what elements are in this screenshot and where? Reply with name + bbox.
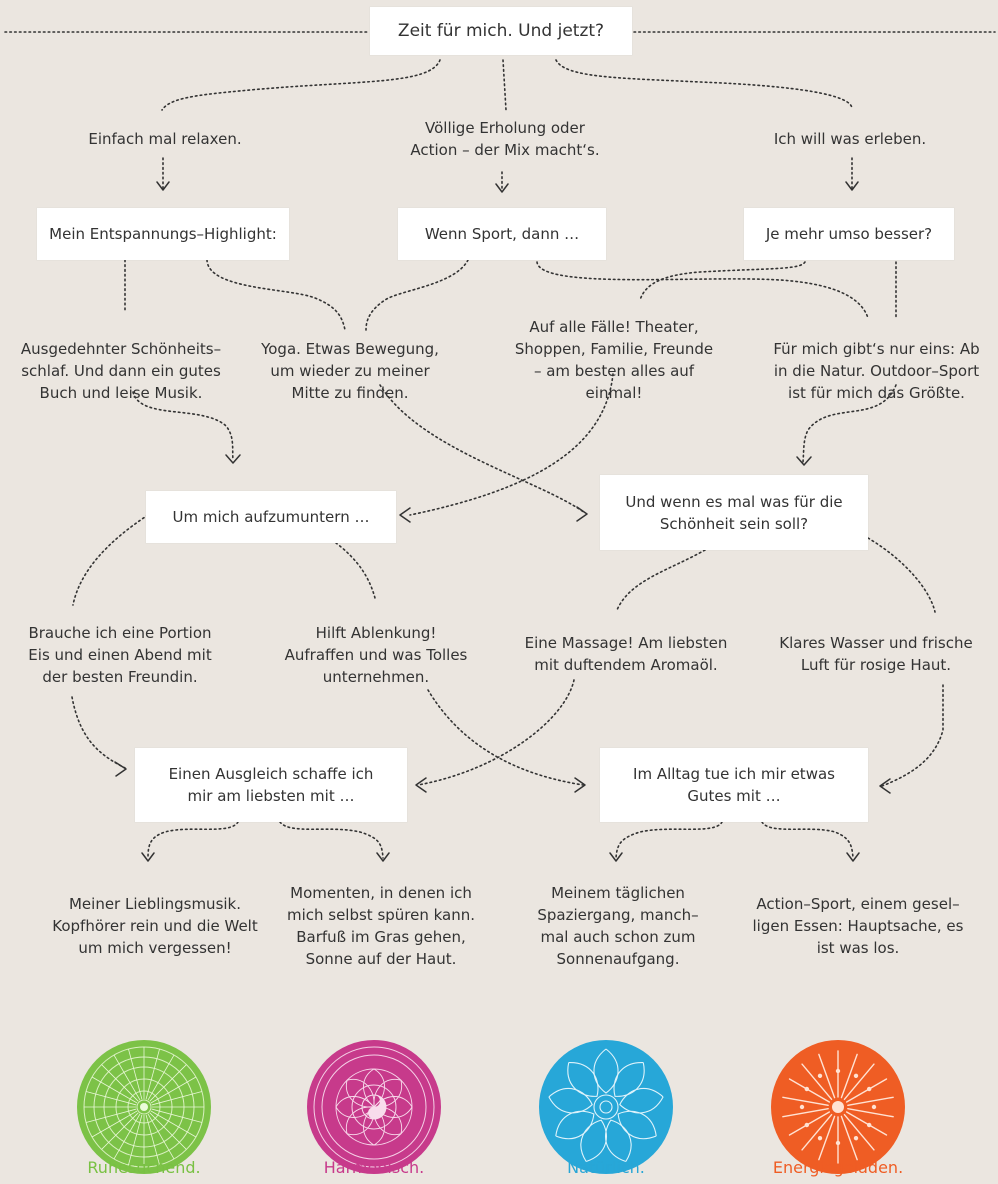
- orange-sunburst-mandala-icon: [771, 1040, 905, 1174]
- answer-massage: Eine Massage! Am liebsten mit duftendem …: [524, 634, 728, 674]
- answer-beauty-sleep: Ausgedehnter Schönheits– schlaf. Und dan…: [20, 340, 222, 402]
- answer-theatre: Auf alle Fälle! Theater, Shoppen, Famili…: [514, 318, 714, 402]
- type-label-calm: Ruhesuchend.: [87, 1158, 201, 1177]
- outcome-moments: Momenten, in denen ich mich selbst spüre…: [286, 884, 476, 968]
- question-box-beauty: Und wenn es mal was für die Schönheit se…: [600, 475, 868, 550]
- type-label-harmonic: Harmonisch.: [323, 1158, 425, 1177]
- answer-mix: Völlige Erholung oder Action – der Mix m…: [410, 119, 600, 159]
- type-label-energetic: Energiegeladen.: [772, 1158, 904, 1177]
- outcome-action: Action–Sport, einem gesel– ligen Essen: …: [752, 895, 964, 957]
- type-label-natural: Natürlich.: [567, 1158, 645, 1177]
- answer-relax: Einfach mal relaxen.: [88, 130, 242, 148]
- question-box-more-better: Je mehr umso besser?: [744, 208, 954, 260]
- outcome-walk: Meinem täglichen Spaziergang, manch– mal…: [537, 884, 699, 968]
- answer-ice-cream: Brauche ich eine Portion Eis und einen A…: [28, 624, 212, 686]
- green-mandala-icon: [77, 1040, 211, 1174]
- outcome-music: Meiner Lieblingsmusik. Kopfhörer rein un…: [52, 895, 258, 957]
- question-box-sport: Wenn Sport, dann …: [398, 208, 606, 260]
- question-box-everyday: Im Alltag tue ich mir etwas Gutes mit …: [600, 748, 868, 822]
- question-box-cheer-up: Um mich aufzumuntern …: [146, 491, 396, 543]
- answer-distraction: Hilft Ablenkung! Aufraffen und was Tolle…: [284, 624, 468, 686]
- answer-clear-water: Klares Wasser und frische Luft für rosig…: [779, 634, 973, 674]
- root-question-box: Zeit für mich. Und jetzt?: [370, 7, 632, 55]
- question-box-balance: Einen Ausgleich schaffe ich mir am liebs…: [135, 748, 407, 822]
- answer-yoga: Yoga. Etwas Bewegung, um wieder zu meine…: [261, 340, 439, 402]
- magenta-mandala-icon: [307, 1040, 441, 1174]
- answer-experience: Ich will was erleben.: [773, 130, 927, 148]
- blue-lotus-mandala-icon: [539, 1040, 673, 1174]
- answer-nature: Für mich gibt‘s nur eins: Ab in die Natu…: [773, 340, 980, 402]
- question-box-relax-highlight: Mein Entspannungs–Highlight:: [37, 208, 289, 260]
